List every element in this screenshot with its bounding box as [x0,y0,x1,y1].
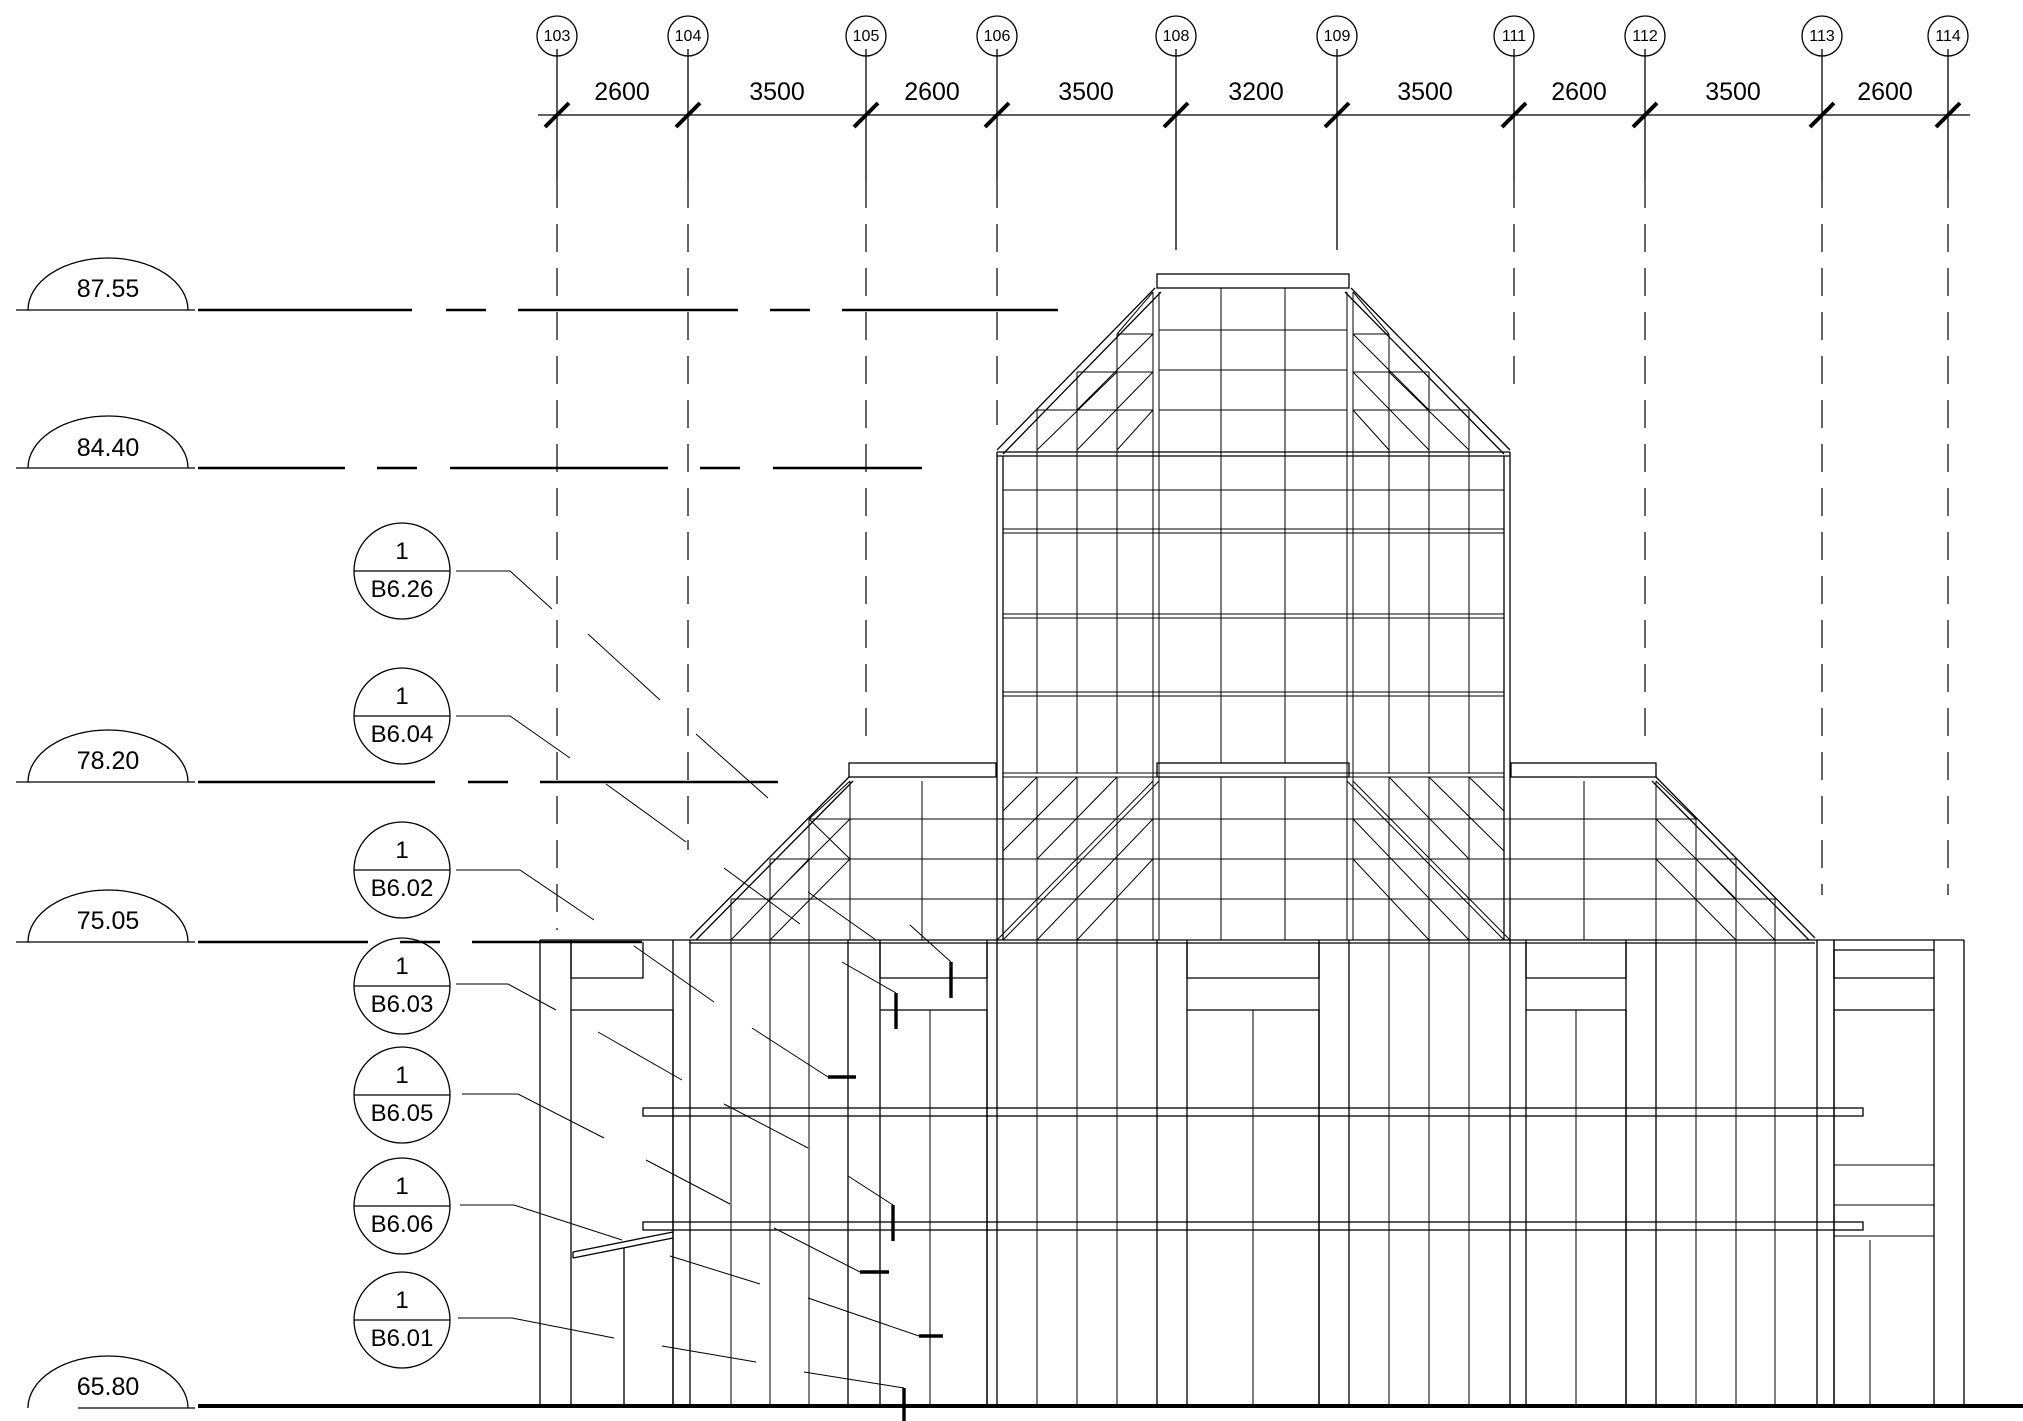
grid-bubble: 104 [667,15,709,57]
level-label: 78.20 [77,747,140,775]
callout-reference: B6.06 [371,1211,434,1238]
grid-bubble: 105 [845,15,887,57]
callout-number: 1 [395,1062,408,1089]
callout-reference: B6.05 [371,1100,434,1127]
callout: 1 B6.05 [353,1046,861,1273]
callout-reference: B6.26 [371,576,434,603]
callout-number: 1 [395,837,408,864]
grid-label: 106 [984,28,1011,45]
level-marker: 65.80 [27,1355,195,1409]
grid-bubble: 108 [1155,15,1197,57]
callout: 1 B6.04 [353,667,877,941]
level-label: 75.05 [77,907,140,935]
grid-bubble: 112 [1624,15,1666,57]
callout: 1 B6.01 [353,1271,905,1389]
level-marker: 78.20 [16,729,778,784]
callout-number: 1 [395,683,408,710]
grid-label: 109 [1324,28,1351,45]
callout-number: 1 [395,538,408,565]
building-elevation [539,273,1965,1406]
lower-facade [539,939,1965,1406]
grid-label: 112 [1632,28,1658,45]
dimension-text: 2600 [594,78,650,106]
dimension-text: 2600 [1857,78,1913,106]
level-marker: 87.55 [16,257,1058,312]
callout-reference: B6.04 [371,721,434,748]
level-marker: 84.40 [16,415,922,470]
callout-number: 1 [395,1287,408,1314]
callout-reference: B6.01 [371,1325,434,1352]
grid-label: 103 [544,28,571,45]
grid-bubble: 113 [1801,15,1843,57]
mid-roof [689,762,1816,941]
level-label: 65.80 [77,1373,140,1401]
callout-number: 1 [395,1173,408,1200]
level-marker: 75.05 [16,889,642,944]
callout-reference: B6.03 [371,991,434,1018]
dimension-text: 2600 [904,78,960,106]
grid-label: 113 [1809,28,1835,45]
dimension-ticks [543,101,1962,129]
dimension-text: 2600 [1551,78,1607,106]
grid-bubble: 109 [1316,15,1358,57]
callout: 1 B6.26 [353,522,769,799]
dimension-text: 3200 [1228,78,1284,106]
callout: 1 B6.03 [353,924,952,1206]
grid-header: 103 104 105 106 108 109 111 112 [536,15,1970,930]
dimension-text: 3500 [1705,78,1761,106]
level-label: 84.40 [77,434,140,462]
level-label: 87.55 [77,275,140,303]
grid-bubble: 111 [1493,15,1535,57]
grid-label: 105 [853,28,880,45]
grid-label: 104 [675,28,702,45]
grid-label: 108 [1163,28,1190,45]
callout: 1 B6.02 [353,821,829,1078]
callout-reference: B6.02 [371,875,434,902]
grid-bubble: 114 [1927,15,1969,57]
dimension-text: 3500 [1058,78,1114,106]
section-tags [828,962,953,1338]
grid-label: 111 [1502,28,1526,45]
grid-label: 114 [1935,28,1961,45]
callout-number: 1 [395,953,408,980]
dimension-text: 3500 [749,78,805,106]
grid-bubble: 103 [536,15,578,57]
callout: 1 B6.06 [353,1157,920,1337]
dimension-text: 3500 [1397,78,1453,106]
grid-bubble: 106 [976,15,1018,57]
central-tower [996,273,1511,940]
